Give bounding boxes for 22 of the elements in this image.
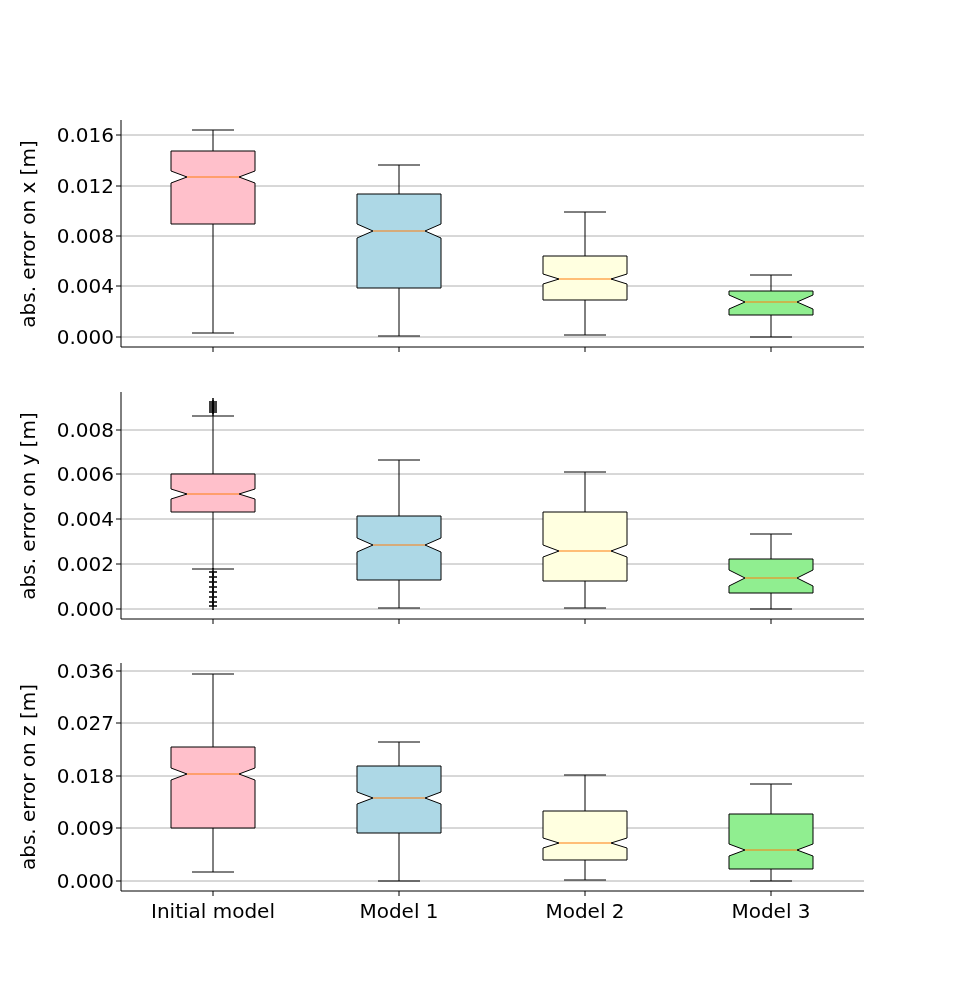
tick-label: 0.008 bbox=[56, 418, 114, 442]
tick-label: 0.000 bbox=[56, 869, 114, 893]
axis-title: abs. error on z [m] bbox=[16, 682, 40, 873]
tick-label: 0.006 bbox=[56, 462, 114, 486]
tick-label: 0.008 bbox=[56, 224, 114, 248]
axis-title: abs. error on x [m] bbox=[16, 138, 40, 330]
category-label: Model 1 bbox=[358, 899, 440, 923]
tick-label: 0.016 bbox=[56, 123, 114, 147]
category-label: Model 2 bbox=[544, 899, 626, 923]
tick-label: 0.004 bbox=[56, 274, 114, 298]
tick-label: 0.027 bbox=[56, 711, 114, 735]
tick-label: 0.000 bbox=[56, 597, 114, 621]
axis-title: abs. error on y [m] bbox=[16, 410, 40, 602]
category-label: Model 3 bbox=[730, 899, 812, 923]
tick-label: 0.004 bbox=[56, 507, 114, 531]
tick-label: 0.002 bbox=[56, 552, 114, 576]
tick-label: 0.018 bbox=[56, 764, 114, 788]
tick-label: 0.000 bbox=[56, 325, 114, 349]
tick-label: 0.012 bbox=[56, 174, 114, 198]
category-label: Initial model bbox=[150, 899, 276, 923]
tick-label: 0.036 bbox=[56, 659, 114, 683]
tick-label: 0.009 bbox=[56, 816, 114, 840]
